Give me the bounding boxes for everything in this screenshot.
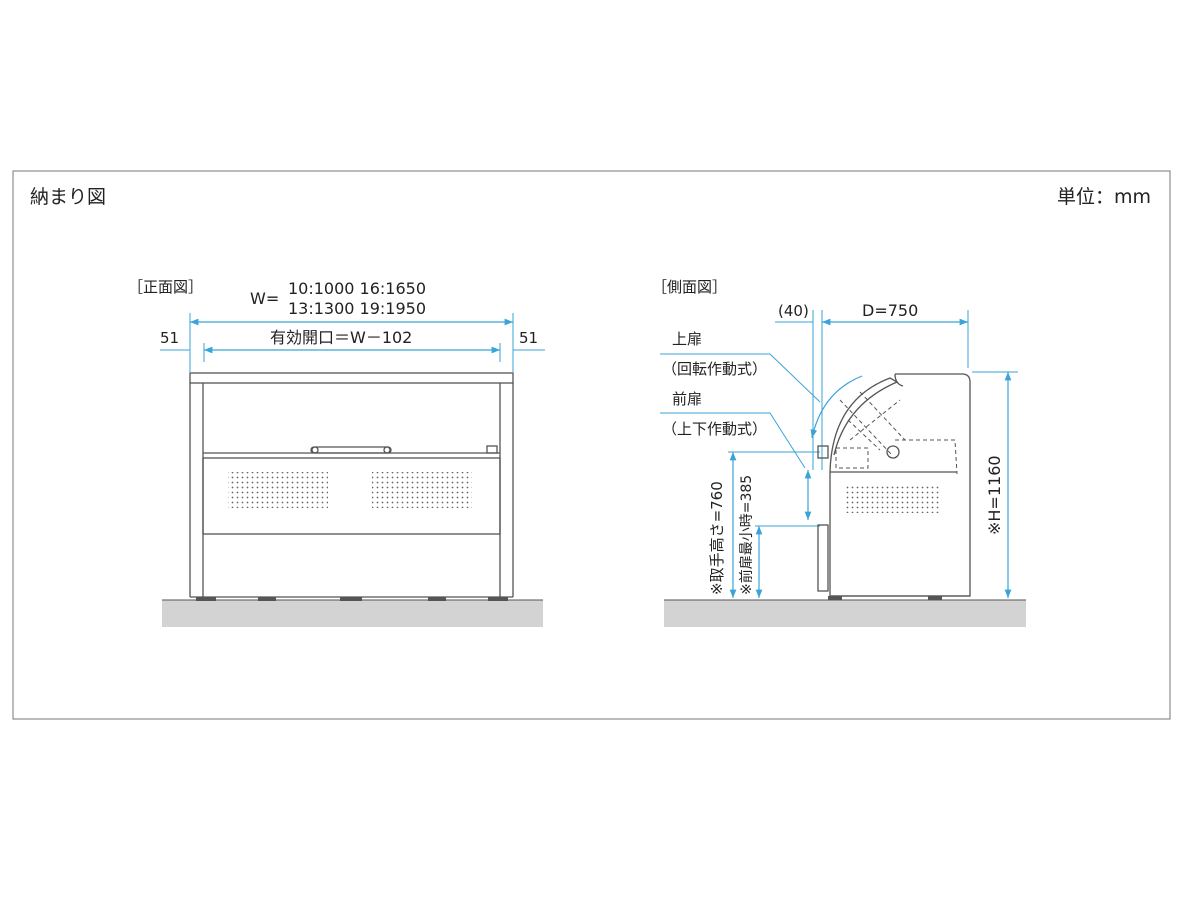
side-feet [828, 596, 942, 600]
front-feet [196, 597, 508, 601]
offset-label: (40) [778, 302, 809, 320]
opening-label: 有効開口＝W－102 [270, 328, 412, 347]
front-door-type-label: （上下作動式） [662, 420, 767, 438]
height-label: ※H=1160 [985, 455, 1004, 535]
side-view: ［側面図］ (40) D=750 上扉 （回転作動式） 前扉 （上下作動式） [652, 278, 1026, 627]
width-prefix: W= [250, 289, 279, 308]
vertical-extension-lines [728, 451, 820, 527]
side-perforation [845, 485, 940, 513]
side-mechanism-dashed [835, 391, 958, 475]
left-margin-label: 51 [160, 329, 179, 347]
upper-door-label: 上扉 [672, 330, 702, 348]
drawing-frame [12, 170, 1171, 720]
upper-door-swing-arc [810, 375, 863, 439]
front-view-label: ［正面図］ [128, 278, 203, 296]
front-view: ［正面図］ W= 10:1000 16:1650 13:1300 19:1950… [128, 278, 545, 627]
unit-label: 単位：mm [1057, 186, 1151, 208]
front-door-min-label: ※前扉最小時=385 [738, 475, 755, 595]
drawing-title: 納まり図 [30, 186, 106, 208]
door-leader-lines [660, 353, 821, 469]
front-door-label: 前扉 [672, 390, 702, 408]
depth-label: D=750 [862, 301, 918, 320]
side-view-label: ［側面図］ [652, 278, 727, 296]
handle-height-label: ※取手高さ=760 [708, 481, 726, 595]
upper-door-type-label: （回転作動式） [662, 360, 767, 378]
side-extension-lines [775, 310, 969, 470]
right-margin-label: 51 [519, 329, 538, 347]
side-cabinet [817, 373, 971, 597]
front-ground [162, 600, 543, 627]
perforation-left [228, 472, 328, 508]
width-options-line-1: 10:1000 16:1650 [288, 279, 426, 298]
width-options-line-2: 13:1300 19:1950 [288, 299, 426, 318]
front-cabinet [189, 372, 514, 598]
side-ground [664, 600, 1026, 627]
perforation-right [372, 472, 472, 508]
